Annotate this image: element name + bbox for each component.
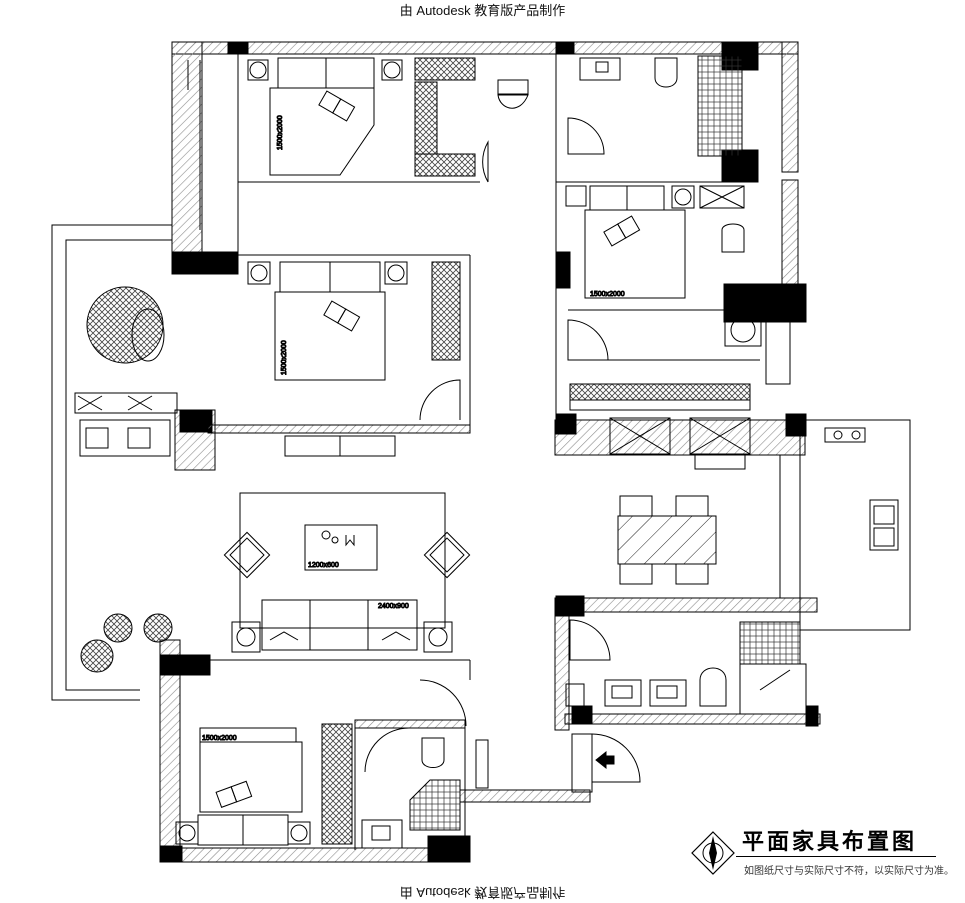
drawing-title: 平面家具布置图 (742, 830, 918, 855)
master-bed-label: 1500x2000 (277, 115, 284, 150)
title-underline (736, 856, 936, 857)
coffee-table-label: 1200x600 (308, 562, 339, 569)
bottom-bathroom (361, 727, 489, 849)
exterior-walls (159, 41, 821, 863)
second-bedroom: 1500x2000 (247, 261, 461, 421)
top-bathroom (567, 55, 743, 157)
third-bed-label: 1500x2000 (590, 291, 625, 298)
autodesk-stamp-bottom: 由 Autodesk 教育版产品制作 (399, 885, 566, 900)
entry-door (571, 733, 641, 793)
third-bedroom: 1500x2000 (565, 185, 791, 411)
balcony-outline (51, 60, 201, 701)
kitchen-area (799, 419, 911, 631)
dining-table (617, 495, 717, 585)
drawing-subtitle: 如图纸尺寸与实际尺寸不符，以实际尺寸为准。 (744, 866, 954, 877)
master-bedroom: 1500x2000 (247, 57, 529, 183)
potted-plants (80, 613, 173, 673)
compass-diamond-icon (691, 831, 735, 875)
fourth-bedroom: 1500x2000 (175, 679, 467, 846)
left-counter (74, 392, 178, 457)
living-room: 1200x600 2400x900 (223, 492, 471, 653)
drawing-title-block: 平面家具布置图 如图纸尺寸与实际尺寸不符，以实际尺寸为准。 (690, 822, 954, 882)
bottom-right-bathroom (565, 619, 807, 715)
second-bed-label: 1500x2000 (281, 340, 288, 375)
hall-cabinets (284, 417, 751, 470)
fourth-bed-label: 1500x2000 (202, 735, 237, 742)
autodesk-stamp-top: 由 Autodesk 教育版产品制作 (399, 3, 566, 18)
sofa-label: 2400x900 (378, 603, 409, 610)
interior-walls (180, 54, 792, 850)
lounge-chair (86, 286, 165, 364)
